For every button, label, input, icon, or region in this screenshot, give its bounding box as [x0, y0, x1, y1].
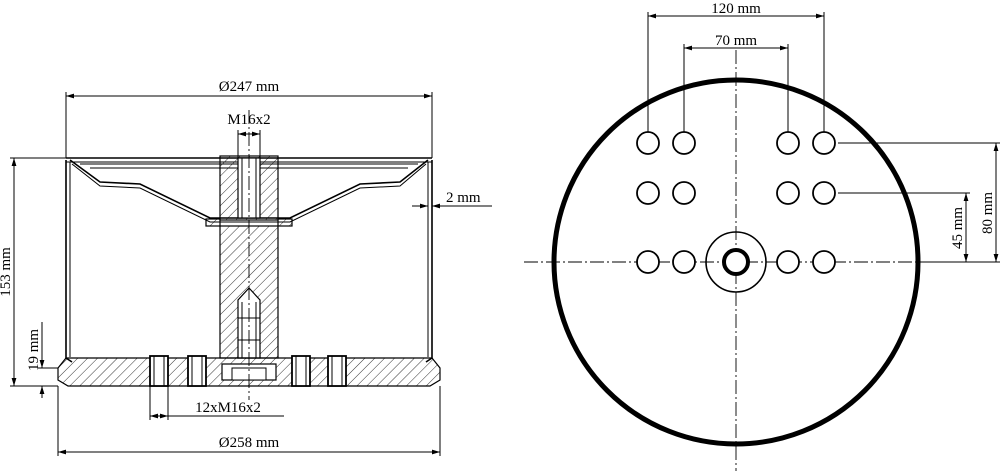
- hub-inner: [722, 248, 750, 276]
- bolt-label: 12xM16x2: [195, 400, 261, 416]
- dim-wall-thickness: 2 mm: [446, 190, 481, 206]
- side-view: Ø247 mm M16x2 2 mm 153 mm 19 mm 12xM16x2…: [0, 79, 492, 456]
- dim-outer-spacing: 120 mm: [711, 1, 761, 17]
- right-wall: [425, 160, 433, 363]
- dim-base-height: 19 mm: [26, 329, 42, 371]
- bolt-hole: [327, 355, 347, 387]
- dim-top-diameter: Ø247 mm: [219, 79, 280, 95]
- dim-row-small: 45 mm: [950, 207, 966, 249]
- bolt-hole: [187, 355, 207, 387]
- hub-outer: [705, 231, 767, 293]
- left-wall: [65, 160, 73, 363]
- top-view: 120 mm 70 mm 45 mm 80 mm: [524, 1, 1000, 471]
- dim-height: 153 mm: [0, 247, 14, 297]
- bolt-hole: [291, 355, 311, 387]
- bolt-hole: [149, 355, 169, 387]
- dim-row-large: 80 mm: [980, 192, 996, 234]
- dim-base-diameter: Ø258 mm: [219, 435, 280, 451]
- bolt-hole-grid: [636, 131, 836, 274]
- dim-inner-spacing: 70 mm: [715, 33, 757, 49]
- thread-top-label: M16x2: [227, 112, 270, 128]
